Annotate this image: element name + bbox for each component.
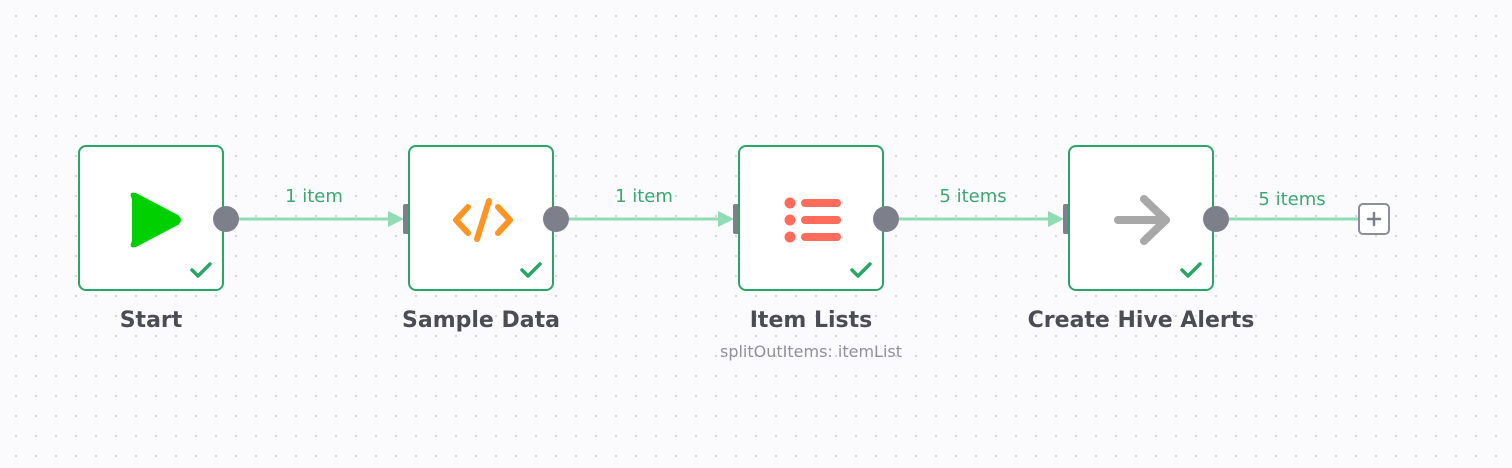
output-port[interactable]: [873, 206, 899, 232]
list-icon: [784, 197, 841, 243]
output-port[interactable]: [543, 206, 569, 232]
play-icon: [130, 192, 181, 248]
success-check-icon: [850, 262, 872, 278]
success-check-icon: [1180, 262, 1202, 278]
node-title: Sample Data: [402, 308, 560, 333]
connection-item-count: 1 item: [285, 186, 343, 207]
output-port[interactable]: [1203, 206, 1229, 232]
node-start[interactable]: [78, 145, 224, 291]
success-check-icon: [190, 262, 212, 278]
connection-item-lists-to-create-hive-alerts[interactable]: [898, 211, 1064, 227]
node-title: Item Lists: [749, 308, 873, 333]
connection-start-to-sample-data[interactable]: [238, 211, 404, 227]
arrow-right-icon: [1114, 195, 1170, 245]
connection-sample-data-to-item-lists[interactable]: [568, 211, 734, 227]
plus-icon: [1366, 211, 1382, 227]
connection-item-count: 5 items: [1258, 189, 1326, 210]
node-item-lists[interactable]: [738, 145, 884, 291]
add-node-button[interactable]: [1358, 203, 1390, 235]
node-title: Create Hive Alerts: [1027, 308, 1255, 333]
node-create-hive-alerts[interactable]: [1068, 145, 1214, 291]
node-subtitle: splitOutItems: itemList: [719, 342, 902, 361]
output-port[interactable]: [213, 206, 239, 232]
success-check-icon: [520, 262, 542, 278]
node-title: Start: [119, 308, 183, 333]
connection-item-count: 1 item: [615, 186, 673, 207]
node-sample-data[interactable]: [408, 145, 554, 291]
connection-item-count: 5 items: [939, 186, 1007, 207]
code-icon: [453, 198, 513, 242]
